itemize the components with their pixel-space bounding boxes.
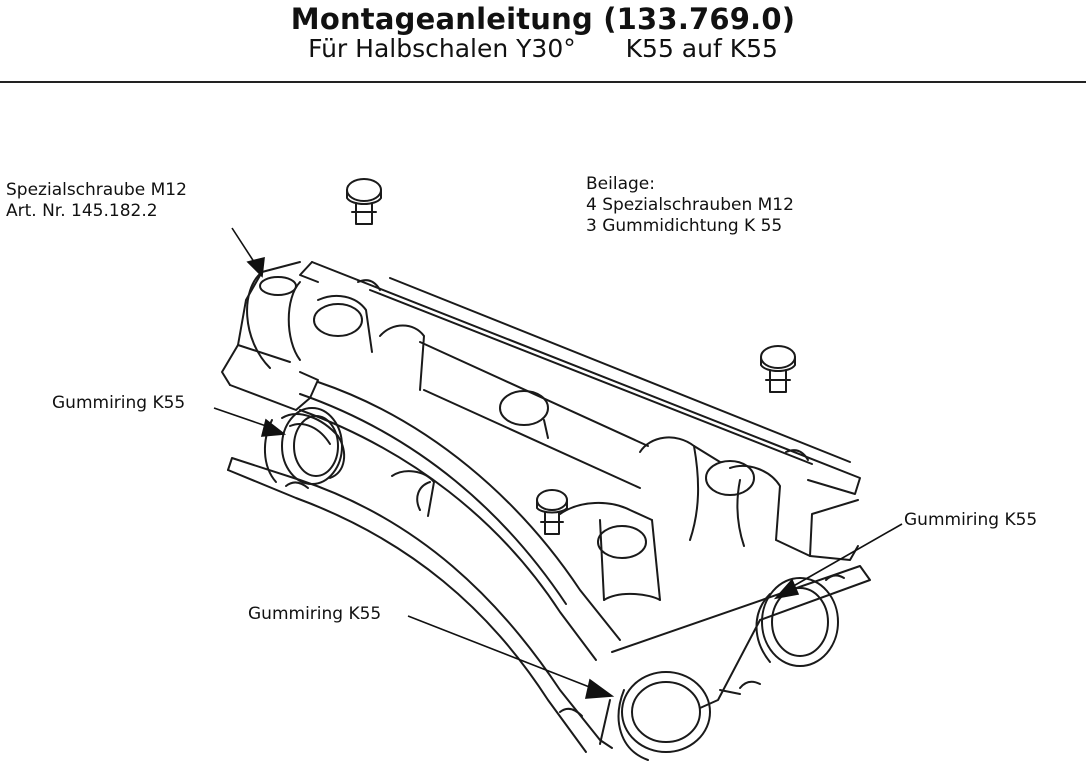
screw-article-number: Art. Nr. 145.182.2 [6, 201, 158, 221]
screw-label: Spezialschraube M12 Art. Nr. 145.182.2 [6, 180, 187, 222]
enclosure-title: Beilage: [586, 174, 655, 194]
screw-top [346, 178, 382, 225]
screw-center [536, 489, 568, 535]
rubber-ring-bottom [599, 671, 711, 761]
enclosure-label: Beilage: 4 Spezialschrauben M12 3 Gummid… [586, 174, 794, 237]
enclosure-item-screws: 4 Spezialschrauben M12 [586, 195, 794, 215]
page-title: Montageanleitung (133.769.0) [290, 2, 796, 36]
page-subtitle: Für Halbschalen Y30° K55 auf K55 [0, 34, 1086, 63]
rubber-ring-left [281, 407, 343, 485]
enclosure-item-seals: 3 Gummidichtung K 55 [586, 216, 783, 236]
subtitle-part-2: K55 auf K55 [625, 34, 778, 63]
leader-screw [231, 227, 265, 278]
leader-ring-right [773, 523, 903, 600]
rubber-ring-bottom-label: Gummiring K55 [248, 604, 382, 624]
screw-name: Spezialschraube M12 [6, 180, 187, 200]
rubber-ring-left-label: Gummiring K55 [52, 393, 186, 413]
header: Montageanleitung (133.769.0) Für Halbsch… [0, 0, 1086, 90]
header-rule [0, 81, 1086, 83]
subtitle-part-1: Für Halbschalen Y30° [308, 34, 576, 63]
lower-half-shell [227, 381, 871, 753]
upper-half-shell [221, 261, 861, 601]
rubber-ring-right [755, 577, 839, 667]
screw-right [760, 345, 796, 393]
rubber-ring-right-label: Gummiring K55 [904, 510, 1038, 530]
leader-ring-left [213, 407, 287, 437]
leader-ring-bottom [407, 615, 615, 699]
